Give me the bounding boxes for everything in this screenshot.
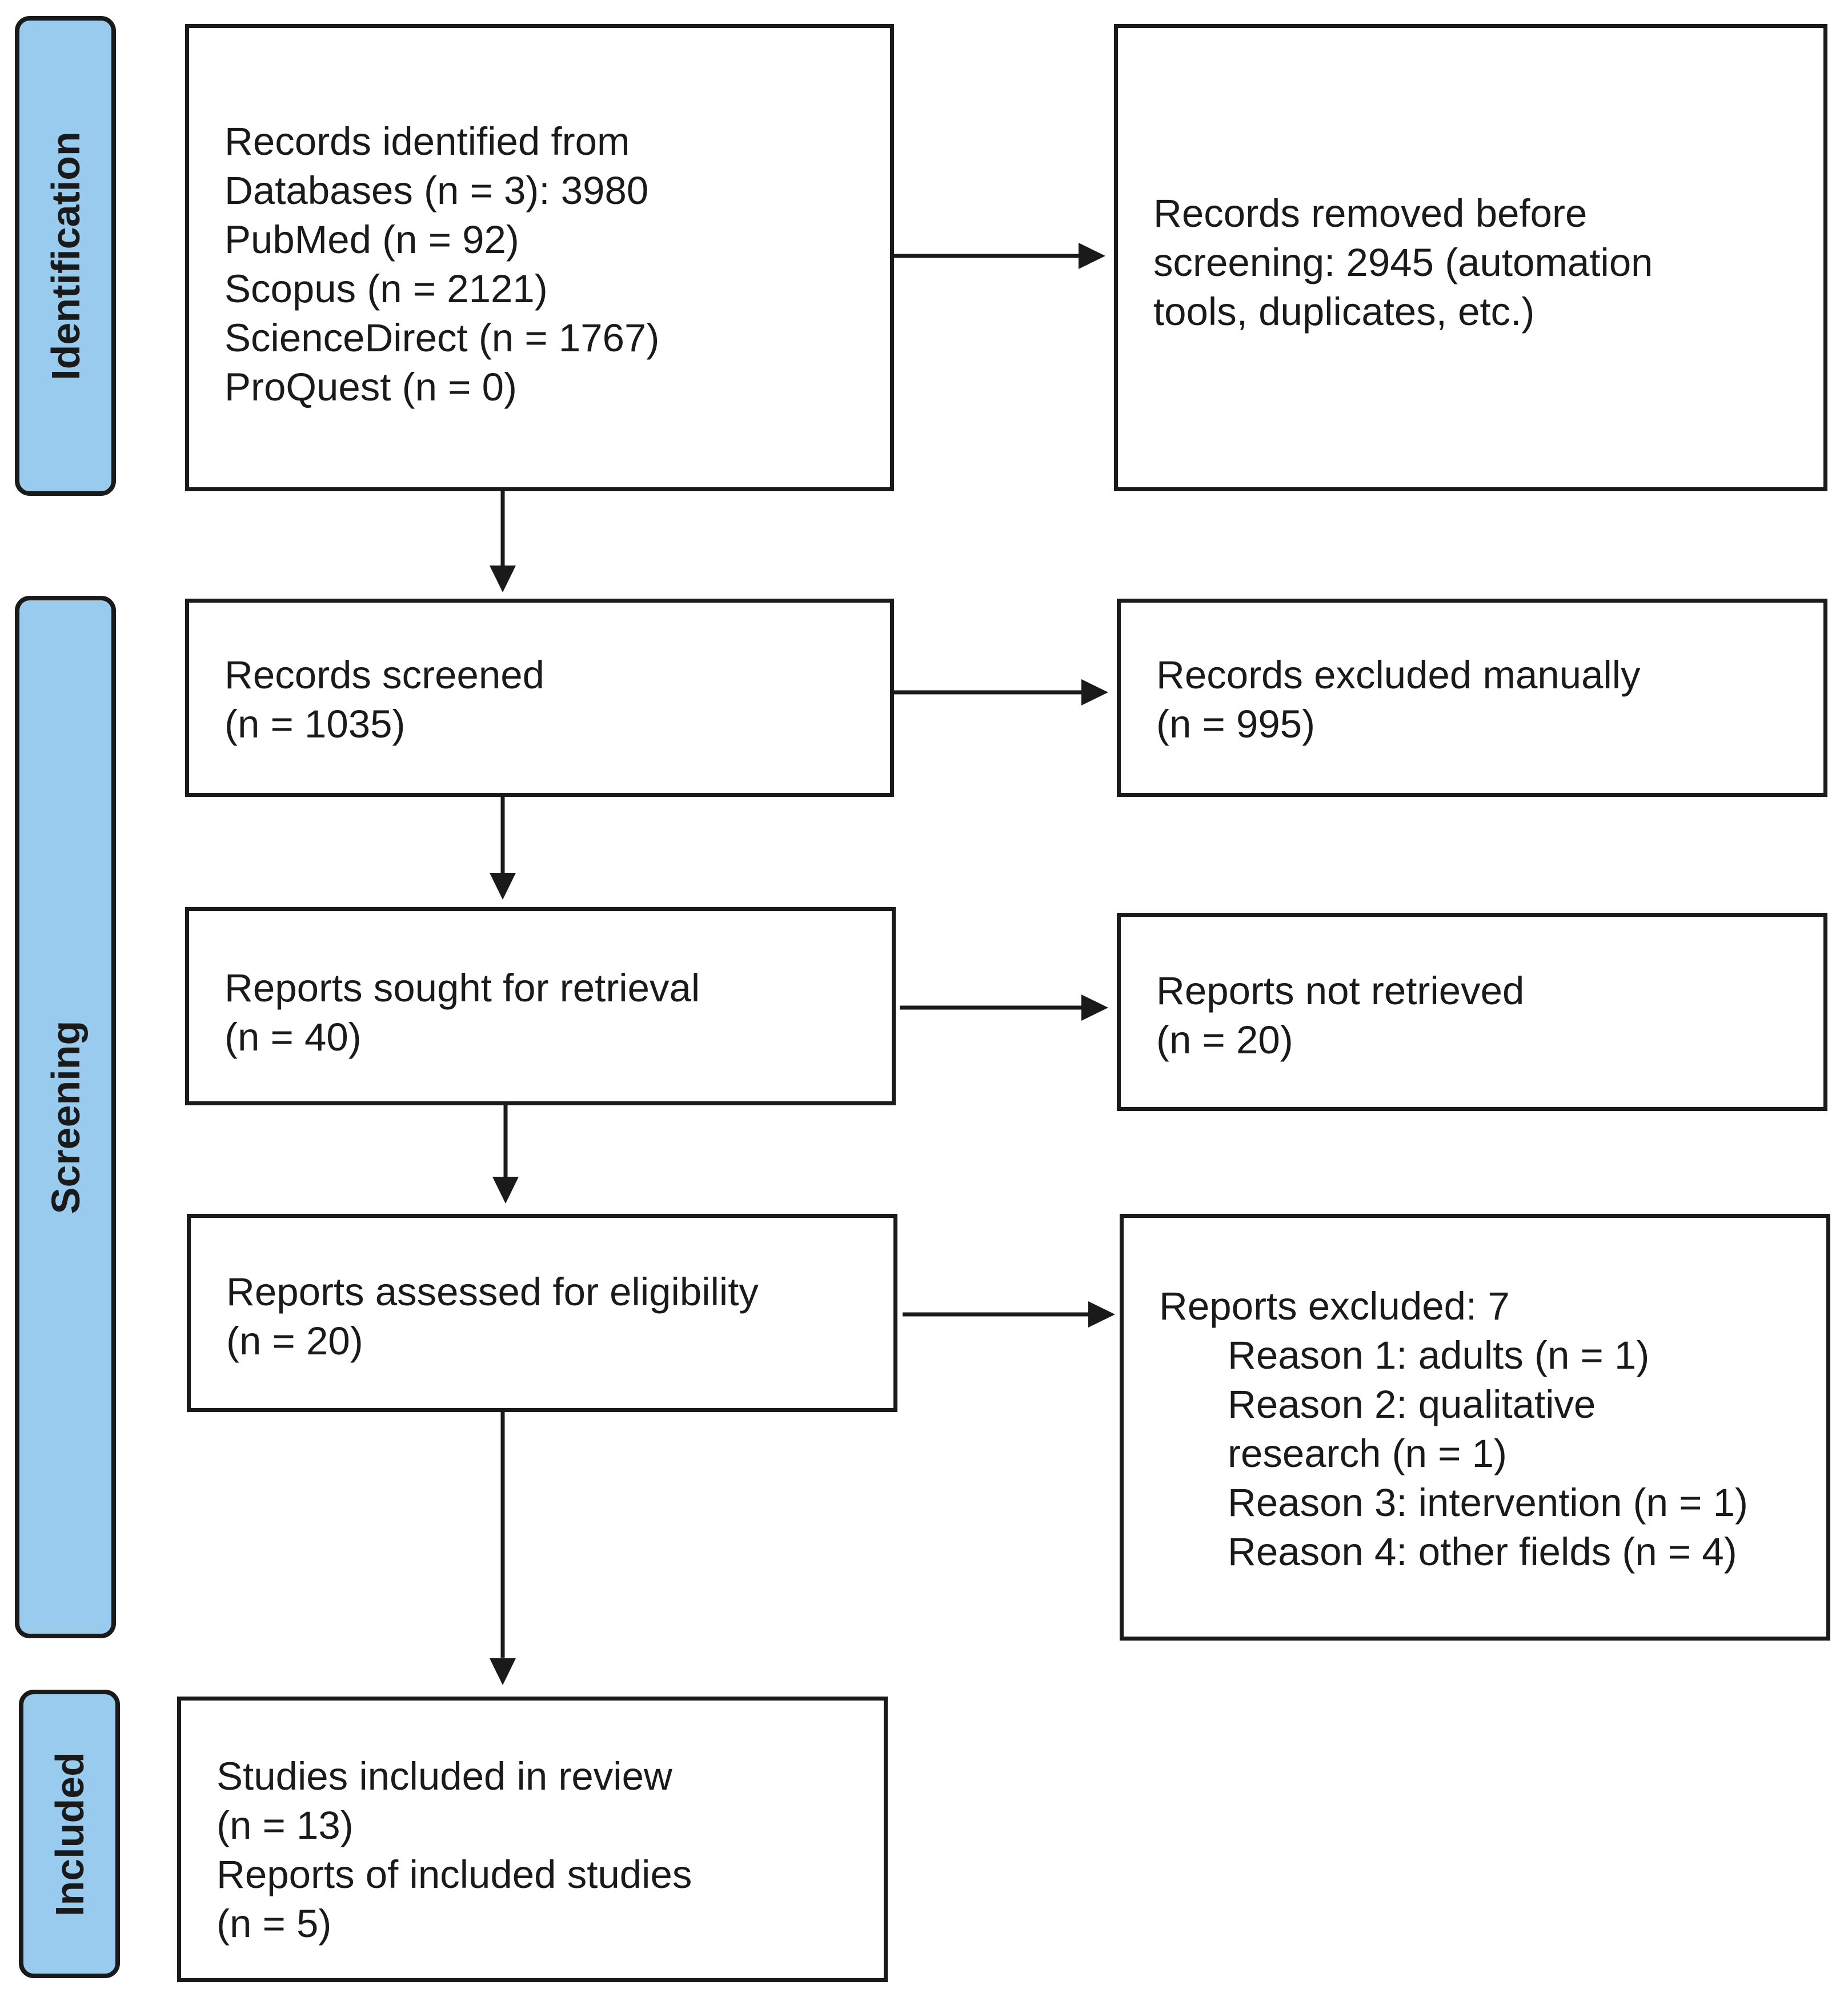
box-text-line: Reports not retrieved: [1156, 969, 1525, 1013]
box-text-line: Reports excluded: 7: [1159, 1284, 1510, 1328]
box-text-line: screening: 2945 (automation: [1153, 240, 1653, 284]
box-text-line: Reports of included studies: [217, 1852, 692, 1896]
records-identified-box: Records identified from Databases (n = 3…: [185, 24, 894, 491]
reports-excluded-box: Reports excluded: 7 Reason 1: adults (n …: [1120, 1214, 1830, 1641]
box-text-line: Reports assessed for eligibility: [226, 1270, 759, 1314]
box-text-line: (n = 13): [217, 1803, 354, 1847]
box-text-line: Scopus (n = 2121): [225, 267, 548, 311]
phase-identification-label: Identification: [43, 131, 88, 380]
box-text-line: ScienceDirect (n = 1767): [225, 316, 660, 360]
box-text-line: (n = 40): [225, 1015, 362, 1059]
box-text-line: tools, duplicates, etc.): [1153, 290, 1535, 334]
box-text-line: research (n = 1): [1228, 1431, 1507, 1475]
box-text-line: Reports sought for retrieval: [225, 966, 700, 1010]
box-text-line: Databases (n = 3): 3980: [225, 169, 649, 212]
box-text-line: ProQuest (n = 0): [225, 365, 517, 409]
box-text-line: PubMed (n = 92): [225, 218, 519, 262]
arrowhead-assessed-to-included: [490, 1658, 516, 1685]
phase-included: Included: [19, 1690, 120, 1978]
box-text-line: Reason 4: other fields (n = 4): [1228, 1530, 1737, 1574]
phase-screening-label: Screening: [43, 1020, 88, 1214]
box-text-line: Records screened: [225, 653, 544, 697]
phase-included-label: Included: [47, 1751, 92, 1916]
arrowhead-identified-to-removed: [1079, 243, 1105, 269]
box-text-line: (n = 20): [226, 1319, 363, 1363]
arrowhead-assessed-to-excluded: [1088, 1301, 1115, 1328]
phase-screening: Screening: [15, 596, 116, 1638]
arrowhead-screened-to-excluded: [1081, 679, 1108, 705]
box-text-line: (n = 1035): [225, 702, 406, 746]
arrowhead-sought-to-assessed: [492, 1177, 519, 1204]
box-text-line: (n = 995): [1156, 702, 1316, 746]
records-removed-box: Records removed before screening: 2945 (…: [1114, 24, 1827, 491]
arrowhead-identified-to-screened: [490, 566, 516, 592]
box-text-line: Reason 2: qualitative: [1228, 1382, 1596, 1426]
box-text-line: Studies included in review: [217, 1754, 672, 1798]
box-text-line: (n = 20): [1156, 1018, 1293, 1062]
studies-included-box: Studies included in review (n = 13) Repo…: [177, 1697, 888, 1982]
records-screened-box: Records screened (n = 1035): [185, 599, 894, 797]
phase-identification: Identification: [15, 16, 116, 496]
arrowhead-screened-to-sought: [490, 873, 516, 900]
arrowhead-sought-to-not-retrieved: [1081, 995, 1108, 1021]
records-excluded-box: Records excluded manually (n = 995): [1117, 599, 1827, 797]
reports-assessed-box: Reports assessed for eligibility (n = 20…: [187, 1214, 897, 1412]
box-text-line: Records identified from: [225, 119, 630, 163]
box-text-line: Records removed before: [1153, 191, 1588, 235]
reports-sought-box: Reports sought for retrieval (n = 40): [185, 907, 896, 1105]
box-text-line: Reason 1: adults (n = 1): [1228, 1333, 1650, 1377]
box-text-line: Reason 3: intervention (n = 1): [1228, 1481, 1748, 1525]
reports-not-retrieved-box: Reports not retrieved (n = 20): [1117, 913, 1827, 1111]
box-text-line: Records excluded manually: [1156, 653, 1641, 697]
box-text-line: (n = 5): [217, 1902, 332, 1946]
